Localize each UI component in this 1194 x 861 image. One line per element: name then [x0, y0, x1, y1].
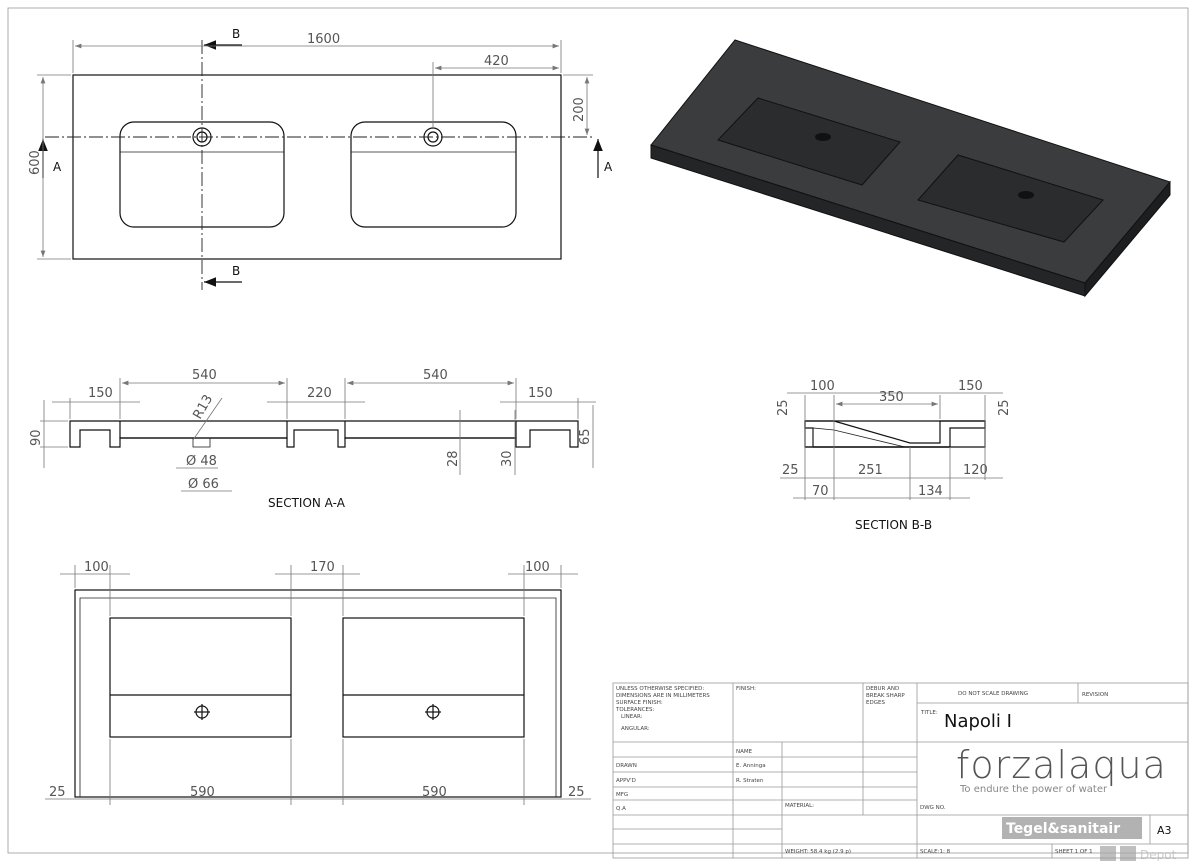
dimension-label: 90 [29, 429, 44, 446]
dimension-label: 100 [525, 560, 550, 575]
dimension-label: 25 [568, 785, 585, 800]
dimension-label: 25 [782, 463, 799, 478]
dimension-label: 134 [918, 484, 943, 499]
dimension-label: 100 [84, 560, 109, 575]
dimension-label: Tegel&sanitair [1006, 821, 1120, 837]
dimension-label: Ø 48 [186, 454, 217, 469]
brand-logo: forzalaqua [956, 743, 1167, 787]
dim-length: 1600 [307, 32, 340, 47]
title-block: UNLESS OTHERWISE SPECIFIED: DIMENSIONS A… [612, 682, 1189, 859]
dimension-label: DIMENSIONS ARE IN MILLIMETERS [616, 693, 710, 699]
dimension-label: 220 [307, 386, 332, 401]
right-bowl [350, 121, 517, 228]
section-a-title: SECTION A-A [268, 496, 346, 510]
dimension-label: DRAWN [616, 763, 637, 769]
dimension-label: BREAK SHARP [866, 693, 905, 699]
dimension-label: Depot [1140, 848, 1177, 861]
dimension-label: MFG [616, 792, 628, 798]
dimension-label: 25 [776, 399, 791, 416]
dimension-label: 590 [422, 785, 447, 800]
dimension-label: UNLESS OTHERWISE SPECIFIED: [616, 686, 704, 692]
dimension-label: 25 [49, 785, 66, 800]
dimension-label: 540 [423, 368, 448, 383]
dimension-label: 28 [446, 450, 461, 467]
dimension-label: 150 [958, 379, 983, 394]
section-b-b: 100 350 150 25 25 25 251 120 70 134 SECT… [776, 379, 1012, 532]
dimension-label: MATERIAL: [785, 803, 814, 809]
dimension-label: 25 [997, 399, 1012, 416]
dimension-label: 170 [310, 560, 335, 575]
dimension-label: 150 [88, 386, 113, 401]
dimension-label: 251 [858, 463, 883, 478]
drain-crosshair-icon [425, 704, 441, 720]
sheet-border [7, 7, 1189, 854]
dim-drain-depth: 200 [572, 97, 587, 122]
dimension-label: 65 [578, 428, 593, 445]
dimension-label: SCALE:1: 8 [920, 849, 951, 855]
section-b-title: SECTION B-B [855, 518, 932, 532]
dimension-label: EDGES [866, 700, 885, 706]
dimension-label: 540 [192, 368, 217, 383]
section-a-marker: A [53, 160, 62, 174]
drain-crosshair-icon [194, 704, 210, 720]
dimension-label: A3 [1157, 824, 1172, 837]
dimension-label: 350 [879, 390, 904, 405]
brand-tagline: To endure the power of water [959, 784, 1108, 795]
isometric-render [650, 39, 1171, 298]
dimension-label: LINEAR: [621, 714, 643, 720]
dimension-label: DEBUR AND [866, 686, 899, 692]
dimension-label: E. Anninga [736, 763, 766, 769]
dimension-label: DWG NO. [920, 805, 946, 811]
dimension-label: FINISH: [736, 686, 756, 692]
dimension-label: APPV'D [616, 778, 636, 784]
dimension-label: R. Straten [736, 778, 764, 784]
dimension-label: 150 [528, 386, 553, 401]
dimension-label: SHEET 1 OF 1 [1055, 849, 1093, 855]
basin-outline [72, 74, 562, 260]
drawing-title: Napoli I [944, 711, 1012, 732]
dimension-label: TOLERANCES: [615, 707, 655, 713]
section-b-marker: B [232, 27, 240, 41]
bottom-view: 100 170 100 25 590 590 25 [45, 560, 591, 805]
dimension-label: 590 [190, 785, 215, 800]
dimension-label: 70 [812, 484, 829, 499]
section-a-marker: A [604, 160, 613, 174]
dimension-label: ANGULAR: [621, 726, 650, 732]
dimension-label: REVISION [1082, 692, 1108, 698]
dim-drain-offset: 420 [484, 54, 509, 69]
dimension-label: R13 [190, 392, 216, 422]
dimension-label: Q.A [616, 806, 626, 812]
plan-view: B B A A 1600 420 200 600 [28, 27, 613, 290]
dimension-label: DO NOT SCALE DRAWING [958, 691, 1028, 697]
dimension-label: SURFACE FINISH: [616, 700, 663, 706]
section-a-a: 90 65 150 540 220 540 150 R13 Ø 48 Ø 66 … [29, 368, 596, 510]
section-b-marker: B [232, 264, 240, 278]
dimension-label: Ø 66 [188, 477, 219, 492]
dimension-label: 100 [810, 379, 835, 394]
dimension-label: WEIGHT: 58.4 kg (2.9 p) [785, 849, 851, 855]
dimension-label: 30 [500, 450, 515, 467]
dimension-label: 120 [963, 463, 988, 478]
dimension-label: TITLE: [920, 710, 938, 716]
dim-width: 600 [28, 150, 43, 175]
dimension-label: NAME [736, 749, 753, 755]
